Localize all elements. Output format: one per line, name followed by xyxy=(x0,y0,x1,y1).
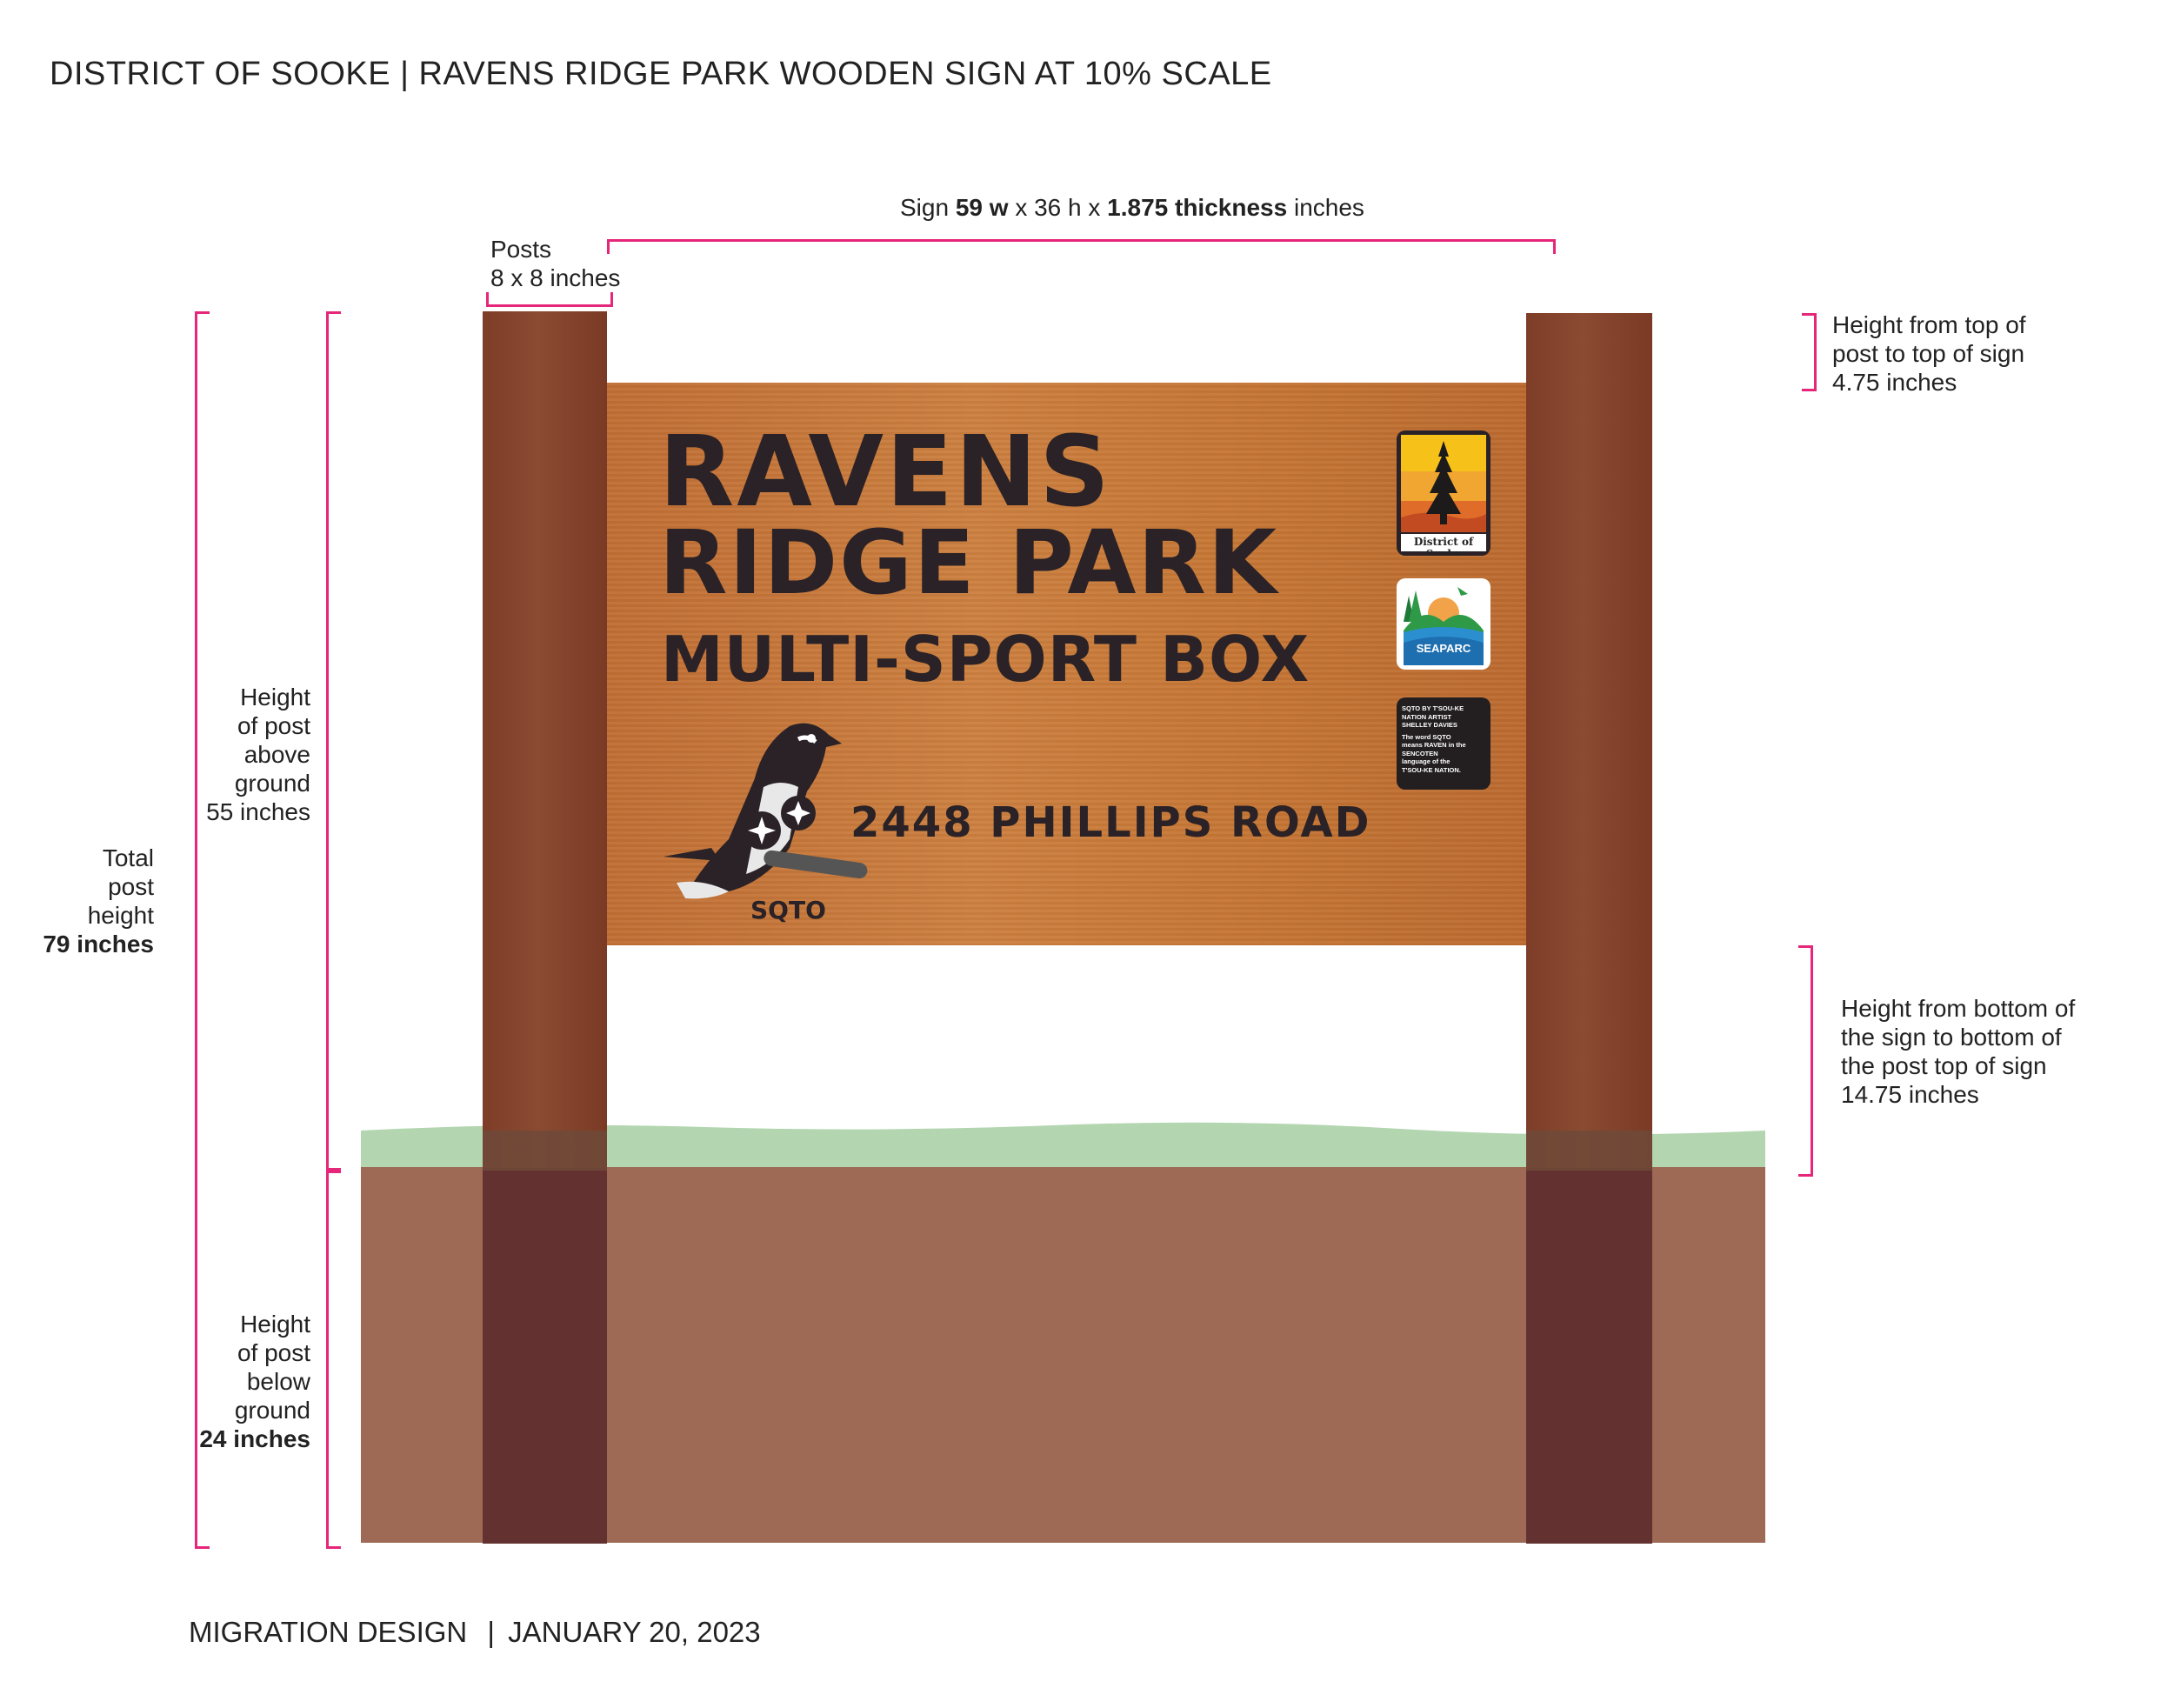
sign-dim-pre: Sign xyxy=(900,194,950,221)
sign-address: 2448 PHILLIPS ROAD xyxy=(850,798,1371,847)
raven-logo xyxy=(664,723,868,899)
above-ground-line1: Height xyxy=(240,684,310,711)
page-title: DISTRICT OF SOOKE | RAVENS RIDGE PARK WO… xyxy=(50,56,1272,92)
footer-company: MIGRATION DESIGN xyxy=(189,1616,468,1648)
plaque-line6: SENCOTEN xyxy=(1402,749,1438,757)
footer-date: JANUARY 20, 2023 xyxy=(508,1616,761,1648)
below-ground-bracket xyxy=(326,1168,341,1549)
posts-label: Posts 8 x 8 inches xyxy=(490,235,620,292)
posts-label-line1: Posts xyxy=(490,236,552,263)
post-width-bracket xyxy=(486,292,613,307)
grass-strip xyxy=(361,1122,1765,1167)
above-ground-label: Height of post above ground 55 inches xyxy=(174,683,310,826)
sign-dim-mid: x 36 h x xyxy=(1015,194,1101,221)
below-ground-label: Height of post below ground 24 inches xyxy=(174,1310,310,1453)
sign-dim-thickness: 1.875 thickness xyxy=(1107,194,1288,221)
bottom-gap-label: Height from bottom of the sign to bottom… xyxy=(1841,994,2075,1109)
bottom-gap-bracket xyxy=(1798,945,1813,1177)
left-post-grass-overlap xyxy=(483,1131,607,1171)
top-gap-line2: post to top of sign xyxy=(1832,340,2025,367)
raven-label: SQTO xyxy=(750,896,826,924)
bottom-gap-line4: 14.75 inches xyxy=(1841,1081,1979,1108)
above-ground-line5: 55 inches xyxy=(206,798,310,825)
sign-subtitle: MULTI-SPORT BOX xyxy=(661,623,1310,696)
below-ground-line4: ground xyxy=(234,1397,310,1424)
sign-dim-width: 59 w xyxy=(955,194,1009,221)
footer: MIGRATION DESIGN | JANUARY 20, 2023 xyxy=(189,1616,761,1649)
sign-board: RAVENS RIDGE PARK MULTI-SPORT BOX 2448 P… xyxy=(607,383,1526,945)
total-line1: Total xyxy=(102,844,154,871)
bottom-gap-line3: the post top of sign xyxy=(1841,1052,2047,1079)
sign-title-line1: RAVENS xyxy=(659,416,1112,529)
below-ground-line3: below xyxy=(246,1368,310,1395)
posts-label-line2: 8 x 8 inches xyxy=(490,264,621,291)
below-ground-line5: 24 inches xyxy=(199,1425,310,1452)
plaque-line7: language of the xyxy=(1402,757,1450,765)
plaque-line5: means RAVEN in the xyxy=(1402,741,1466,749)
seaparc-logo: SEAPARC xyxy=(1397,578,1490,670)
sign-dimension-label: Sign 59 w x 36 h x 1.875 thickness inche… xyxy=(900,193,1364,222)
district-logo-label: District of Sooke xyxy=(1413,536,1474,556)
sign-width-bracket xyxy=(607,239,1556,254)
plaque-line8: T'SOU-KE NATION. xyxy=(1402,765,1461,774)
top-gap-line1: Height from top of xyxy=(1832,311,2026,338)
right-post-grass-overlap xyxy=(1526,1131,1652,1171)
above-ground-bracket xyxy=(326,311,341,1173)
district-of-sooke-logo: District of Sooke xyxy=(1397,430,1490,556)
plaque-line4: The word SQTO xyxy=(1402,732,1451,741)
total-height-bracket xyxy=(195,311,210,1549)
plaque-line3: SHELLEY DAVIES xyxy=(1402,721,1457,729)
bottom-gap-line1: Height from bottom of xyxy=(1841,995,2076,1022)
sign-dim-unit: inches xyxy=(1293,194,1364,221)
artist-plaque: SQTO BY T'SOU-KE NATION ARTIST SHELLEY D… xyxy=(1397,697,1490,790)
left-post xyxy=(483,311,607,1168)
plaque-line1: SQTO BY T'SOU-KE xyxy=(1402,704,1464,712)
bottom-gap-line2: the sign to bottom of xyxy=(1841,1024,2062,1051)
total-line4: 79 inches xyxy=(43,931,154,957)
left-post-underground xyxy=(483,1168,607,1544)
total-line2: post xyxy=(108,873,154,900)
right-post xyxy=(1526,313,1652,1168)
footer-separator: | xyxy=(487,1616,495,1648)
above-ground-line2: of post xyxy=(237,712,310,739)
total-height-label: Total post height 79 inches xyxy=(35,844,154,958)
right-post-underground xyxy=(1526,1168,1652,1544)
top-gap-bracket xyxy=(1802,313,1817,391)
above-ground-line4: ground xyxy=(234,770,310,797)
below-ground-line2: of post xyxy=(237,1339,310,1366)
sign-title-line2: RIDGE PARK xyxy=(659,511,1278,615)
seaparc-logo-label: SEAPARC xyxy=(1416,642,1471,655)
below-ground-line1: Height xyxy=(240,1311,310,1338)
top-gap-line3: 4.75 inches xyxy=(1832,369,1957,396)
top-gap-label: Height from top of post to top of sign 4… xyxy=(1832,310,2026,397)
above-ground-line3: above xyxy=(243,741,310,768)
plaque-line2: NATION ARTIST xyxy=(1402,712,1452,721)
total-line3: height xyxy=(87,902,154,929)
